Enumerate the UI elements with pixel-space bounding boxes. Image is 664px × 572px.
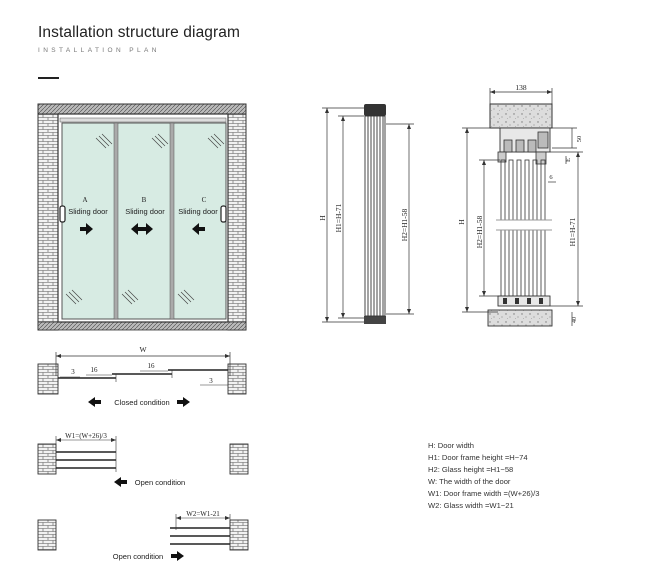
page-title: Installation structure diagram (38, 24, 241, 41)
arrow-right-icon (80, 223, 93, 235)
plan-d3a: 3 (71, 368, 75, 376)
arrow-right-icon (171, 551, 184, 561)
open1-caption: Open condition (135, 478, 185, 487)
panel-a-label: Sliding door (68, 207, 108, 216)
legend-item: W2: Glass width =W1−21 (428, 501, 514, 511)
section-e-label: E (565, 158, 572, 162)
legend: H: Door width H1: Door frame height =H−7… (428, 440, 539, 513)
plan-open-2: W2=W1-21 Open condition (37, 510, 249, 561)
left-handle (59, 205, 66, 223)
section-bottom-track (497, 295, 551, 307)
top-track (59, 117, 227, 123)
section-h2-label: H2=H1-58 (475, 215, 484, 248)
section-h1-label: H1=H-71 (568, 217, 577, 246)
right-handle (220, 205, 227, 223)
plan-closed: W 3 16 16 3 Closed condition (37, 345, 247, 407)
section-floor (487, 309, 553, 327)
plan-d3b: 3 (209, 377, 213, 385)
side-view: H H1=H-71 H2=H1-58 (318, 104, 414, 324)
closed-caption: Closed condition (114, 398, 169, 407)
section-bottom-label: 40 (572, 317, 578, 323)
arrow-right-icon (177, 397, 190, 407)
right-brick-wall (227, 113, 247, 331)
floor-line (37, 321, 247, 331)
plan-open-1: W1=(W+26)/3 Open condition (37, 432, 249, 487)
side-bottom-cap (364, 316, 386, 324)
side-h2-label: H2=H1-58 (400, 208, 409, 241)
legend-item: H2: Glass height =H1−58 (428, 465, 514, 475)
left-brick-wall (37, 113, 59, 331)
section-view: 138 50 E 6 H H2=H1-58 H1=H-71 40 (457, 83, 583, 327)
glass-panel-a (61, 122, 117, 320)
top-wall (37, 103, 247, 115)
page-subtitle: INSTALLATION PLAN (38, 47, 160, 54)
glass-panel-b (115, 122, 173, 320)
plan-d16a: 16 (91, 366, 99, 374)
side-top-cap (364, 104, 386, 116)
open2-dim: W2=W1-21 (186, 510, 220, 518)
legend-item: W1: Door frame width =(W+26)/3 (428, 489, 540, 499)
glass-panel-c (171, 122, 227, 320)
panel-b-letter: B (142, 196, 147, 204)
section-six-label: 6 (549, 174, 553, 181)
legend-item: H: Door width (428, 441, 475, 450)
arrow-left-icon (192, 223, 205, 235)
front-view: A Sliding door B Sliding door C Sliding … (37, 103, 247, 331)
section-gap-label: 50 (576, 136, 583, 143)
side-h1-label: H1=H-71 (334, 203, 343, 232)
section-width-label: 138 (515, 83, 527, 92)
panel-a-letter: A (82, 196, 87, 204)
section-h-label: H (457, 219, 466, 225)
open2-caption: Open condition (113, 552, 163, 561)
arrow-left-icon (88, 397, 101, 407)
panel-b-label: Sliding door (125, 207, 165, 216)
legend-item: H1: Door frame height =H−74 (428, 453, 528, 463)
side-h-label: H (318, 215, 327, 221)
panel-c-letter: C (202, 196, 207, 204)
legend-item: W: The width of the door (428, 477, 511, 487)
arrow-left-icon (114, 477, 127, 487)
title-underline (38, 77, 59, 79)
double-arrow-icon (131, 223, 153, 235)
section-top-beam (489, 103, 553, 129)
plan-d16b: 16 (148, 362, 156, 370)
open1-dim: W1=(W+26)/3 (65, 432, 107, 440)
panel-c-label: Sliding door (178, 207, 218, 216)
plan-w-label: W (139, 345, 147, 354)
